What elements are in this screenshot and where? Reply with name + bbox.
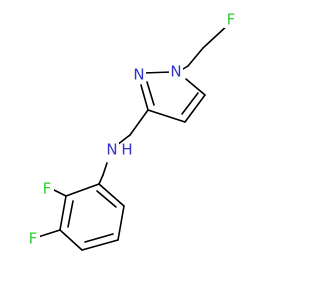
fluorine-ethyl-label: F	[227, 11, 236, 29]
bond-b3-b4	[59, 229, 83, 251]
label-bg-amine-n	[105, 142, 119, 160]
bond-c4-c5-double	[181, 92, 199, 115]
bond-n2-c3-double	[146, 81, 155, 106]
bond-ch2-nh	[116, 134, 131, 146]
pyrazole-n2-label: N	[133, 66, 144, 84]
bond-b3-f	[37, 229, 61, 238]
label-bg-n1	[169, 63, 183, 81]
bond-c5-n1	[185, 78, 206, 96]
bond-b5-b6	[117, 205, 125, 241]
pyrazole-n1-label: N	[170, 63, 181, 81]
fluorine-ring-2-label: F	[43, 180, 52, 198]
bond-nh-ch2	[102, 162, 108, 176]
amine-h-label: H	[121, 141, 132, 159]
label-bg-f-ethyl	[224, 10, 238, 28]
bond-n1-n2	[142, 71, 173, 74]
bond-b4-b5	[81, 239, 119, 251]
label-bg-n2	[132, 66, 146, 84]
bond-b4-b5-double	[84, 233, 114, 243]
bonds	[37, 23, 230, 251]
bond-c3-c4	[147, 109, 186, 123]
atom-labels: F N N N H F F	[26, 10, 238, 248]
bond-c4-c5	[184, 94, 206, 123]
bond-b1-b2	[65, 183, 100, 197]
label-bg-f-ring-3	[26, 230, 40, 248]
bond-b6-b1-double	[96, 190, 117, 208]
bond-b2-b3	[59, 195, 67, 231]
bond-b2-f	[53, 189, 67, 197]
fluorine-ring-3-label: F	[29, 230, 38, 248]
molecule-canvas: F N N N H F F	[26, 10, 238, 251]
amine-n-label: N	[106, 141, 117, 159]
bond-c3-ch2	[129, 109, 149, 136]
bond-b6-b1	[98, 183, 125, 207]
label-bg-f-ring-2	[40, 180, 54, 198]
bond-b2-b3-double	[67, 200, 74, 228]
bond-ch2-ch2	[187, 47, 204, 67]
structure-diagram: F N N N H F F	[26, 10, 238, 251]
bond-ch2-benzene	[98, 174, 104, 185]
bond-n2-c3	[140, 84, 149, 111]
